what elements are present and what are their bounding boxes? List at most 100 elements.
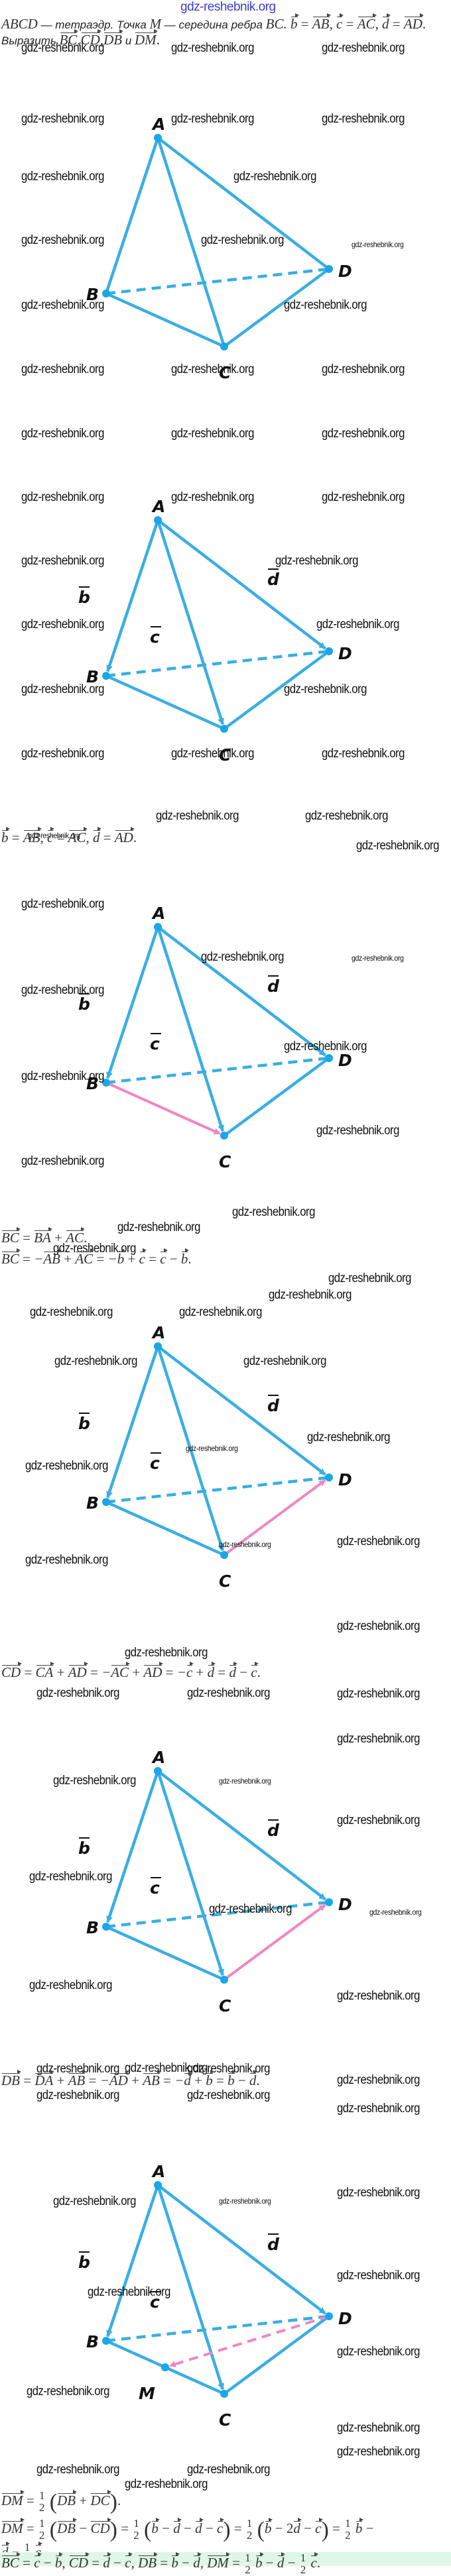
edge-cd bbox=[223, 1057, 330, 1137]
fraction-numerator: 1 bbox=[345, 2517, 351, 2530]
operator: = bbox=[163, 2072, 171, 2088]
vertex-label-c: C bbox=[219, 1152, 231, 1171]
punctuation: . bbox=[41, 2544, 44, 2560]
edge-ad bbox=[157, 926, 326, 1057]
vertex-point-b bbox=[102, 1498, 110, 1506]
coefficient: 2 bbox=[286, 2520, 294, 2536]
watermark-text: gdz-reshebnik.org bbox=[337, 1813, 420, 1827]
fraction-denominator: 2 bbox=[246, 2529, 253, 2542]
operator: = bbox=[233, 2520, 242, 2536]
vertex-label-b: B bbox=[86, 1074, 99, 1093]
vector-db: DB bbox=[57, 2517, 78, 2536]
operator: − bbox=[113, 2554, 121, 2571]
bc-formula-1: BC = BA + AC. bbox=[1, 1227, 87, 1246]
vertex-label-d: D bbox=[338, 1895, 352, 1914]
watermark-text: gdz-reshebnik.org bbox=[352, 240, 404, 249]
watermark-text: gdz-reshebnik.org bbox=[25, 1553, 108, 1567]
operator: = bbox=[90, 1664, 98, 1680]
problem-statement-line2: Выразить BC,CD,DB и DM. bbox=[1, 29, 160, 48]
fraction-numerator: 1 bbox=[246, 2517, 253, 2530]
vertex-point-c bbox=[220, 343, 228, 350]
watermark-text: gdz-reshebnik.org bbox=[187, 2062, 270, 2076]
watermark-text: gdz-reshebnik.org bbox=[21, 747, 104, 761]
vector-c: c bbox=[336, 13, 344, 32]
edge-cd bbox=[223, 268, 330, 348]
vertex-point-a bbox=[154, 923, 162, 931]
vector-da: DA bbox=[34, 2070, 55, 2088]
problem-statement-line1: ABCD — тетраэдр. Точка M — середина ребр… bbox=[1, 13, 426, 32]
operator: = bbox=[218, 1664, 226, 1680]
operator: − bbox=[237, 2072, 246, 2088]
watermark-text: gdz-reshebnik.org bbox=[369, 1907, 422, 1917]
vector-dm: DM bbox=[135, 29, 158, 48]
operator: = bbox=[92, 2554, 100, 2571]
vertex-point-d bbox=[325, 647, 333, 655]
operator: + bbox=[127, 1251, 136, 1267]
vector-ad: AD bbox=[143, 1662, 164, 1680]
operator: − bbox=[205, 2520, 214, 2536]
vector-b: b bbox=[1, 827, 9, 845]
vertex-label-b: B bbox=[86, 1918, 99, 1937]
vector-label-c: c bbox=[150, 1034, 160, 1053]
vertex-label-b: B bbox=[86, 667, 99, 686]
vector-c: c bbox=[251, 1662, 259, 1680]
operator: = bbox=[103, 830, 111, 845]
watermark-text: gdz-reshebnik.org bbox=[179, 1305, 262, 1319]
edge-ac bbox=[156, 926, 225, 1132]
operator: = bbox=[24, 1664, 32, 1680]
punctuation: , bbox=[200, 2554, 204, 2571]
vertex-label-c: C bbox=[219, 1996, 231, 2015]
watermark-text: gdz-reshebnik.org bbox=[209, 1902, 292, 1916]
operator: + bbox=[56, 1664, 65, 1680]
punctuation: . bbox=[257, 1664, 261, 1680]
operator: − bbox=[304, 2520, 312, 2536]
vertex-label-a: A bbox=[151, 497, 165, 516]
watermark-text: gdz-reshebnik.org bbox=[322, 362, 405, 376]
vector-ab: AB bbox=[68, 2070, 86, 2088]
watermark-text: gdz-reshebnik.org bbox=[275, 554, 358, 568]
vector-db: DB bbox=[57, 2489, 78, 2508]
edge-bc bbox=[105, 674, 225, 731]
vector-b: b bbox=[290, 13, 298, 32]
operator: − bbox=[162, 2520, 170, 2536]
watermark-text: gdz-reshebnik.org bbox=[232, 1205, 315, 1219]
watermark-text: gdz-reshebnik.org bbox=[352, 953, 404, 963]
edge-ad bbox=[157, 2184, 326, 2315]
operator: − bbox=[182, 2554, 190, 2571]
edge-ad bbox=[157, 136, 330, 270]
edge-bd-hidden bbox=[105, 1476, 330, 1504]
vertex-point-c bbox=[220, 1976, 228, 1984]
vertex-point-d bbox=[325, 1054, 333, 1062]
watermark-text: gdz-reshebnik.org bbox=[337, 1989, 420, 2003]
punctuation: . bbox=[256, 2072, 260, 2088]
vertex-label-b: B bbox=[86, 1493, 99, 1513]
vertex-point-c bbox=[220, 725, 228, 733]
punctuation: . bbox=[156, 32, 160, 48]
edge-bd-hidden bbox=[105, 649, 330, 678]
watermark-text: gdz-reshebnik.org bbox=[36, 1686, 119, 1700]
vector-b: b bbox=[227, 2070, 235, 2088]
watermark-text: gdz-reshebnik.org bbox=[21, 427, 104, 441]
vector-d: d bbox=[207, 1662, 216, 1680]
vector-b: b bbox=[54, 2551, 63, 2571]
fraction-denominator: 2 bbox=[39, 2501, 45, 2514]
watermark-text: gdz-reshebnik.org bbox=[36, 2463, 119, 2477]
edge-cd bbox=[223, 650, 330, 730]
punctuation: , bbox=[375, 16, 383, 32]
site-link[interactable]: gdz-reshebnik.org bbox=[180, 0, 276, 14]
vector-d: d bbox=[229, 1662, 237, 1680]
edge-cd bbox=[223, 2315, 330, 2395]
watermark-text: gdz-reshebnik.org bbox=[322, 427, 405, 441]
vector-c: c bbox=[139, 1248, 147, 1267]
vector-c: c bbox=[315, 2517, 323, 2536]
watermark-text: gdz-reshebnik.org bbox=[171, 362, 254, 376]
vector-d: d bbox=[382, 13, 390, 32]
vector-cd: CD bbox=[1, 1662, 23, 1680]
watermark-text: gdz-reshebnik.org bbox=[305, 809, 388, 823]
